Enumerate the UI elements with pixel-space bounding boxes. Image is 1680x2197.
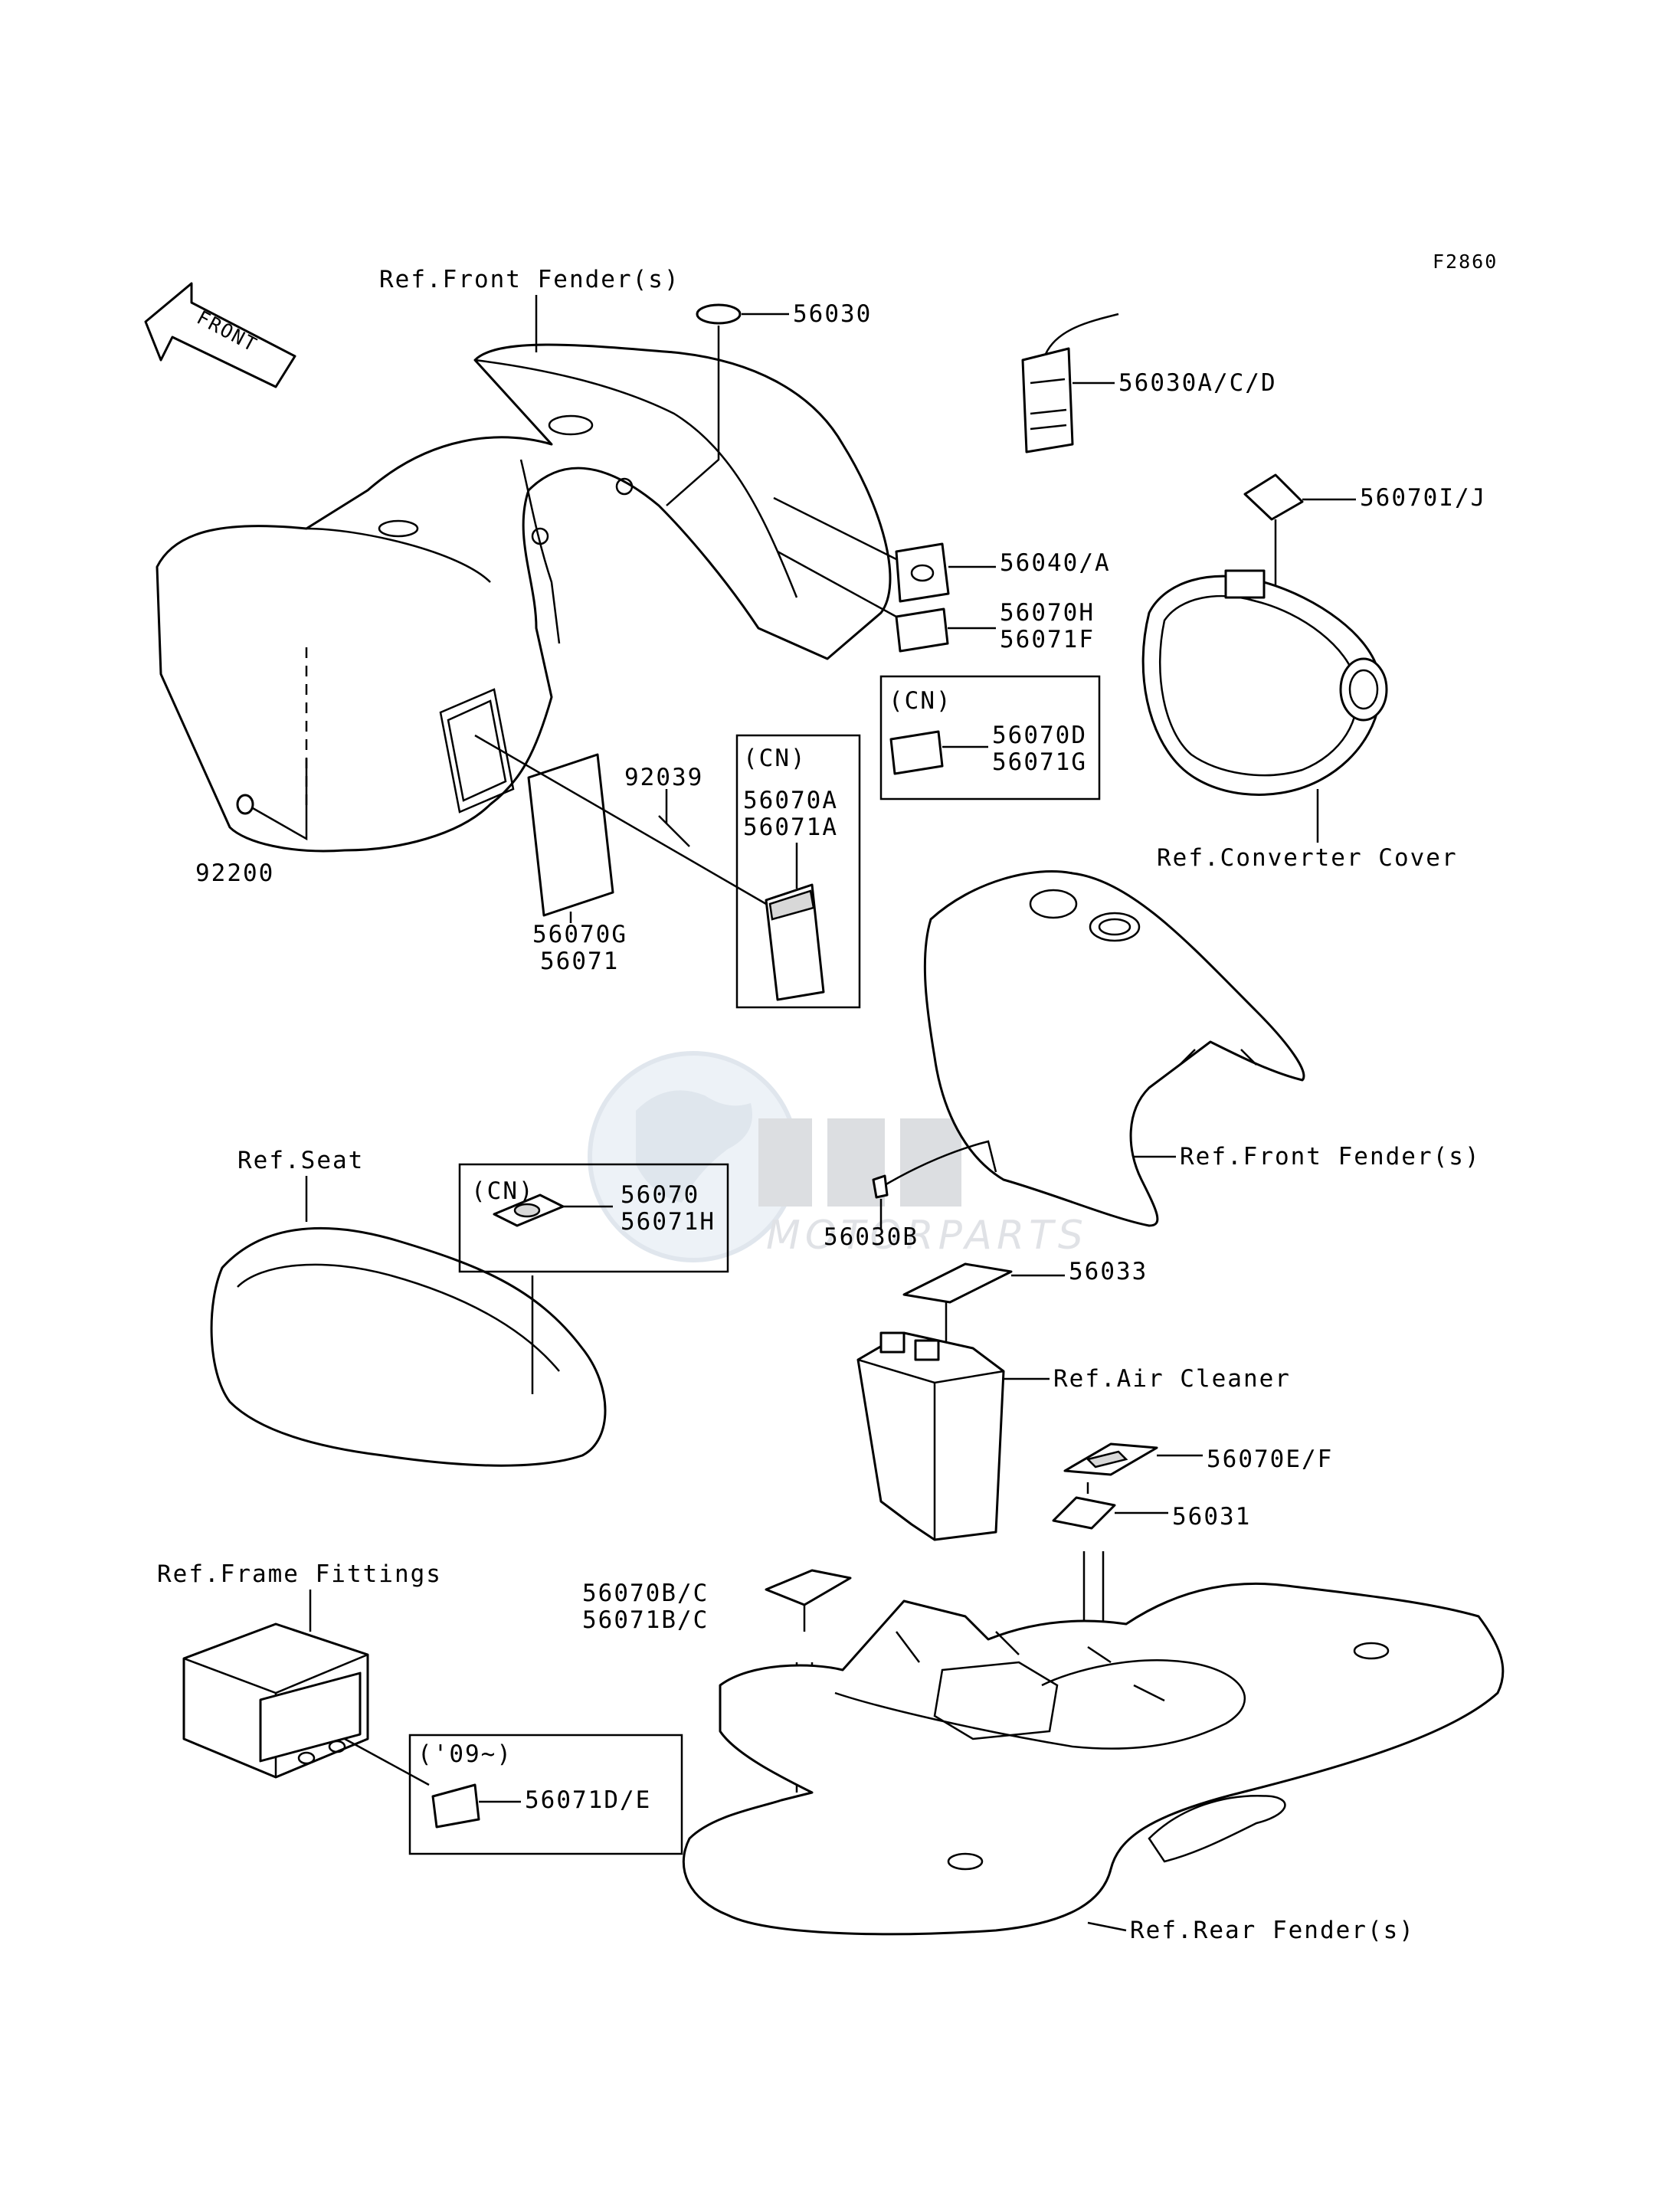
label-92039[interactable]: 92039: [624, 764, 703, 791]
label-92200[interactable]: 92200: [195, 859, 274, 887]
label-56040a[interactable]: 56040/A: [1000, 549, 1111, 577]
part-56030b-icon: [872, 1174, 889, 1199]
label-56071[interactable]: 56071: [540, 948, 619, 975]
ref-rear-fender[interactable]: Ref.Rear Fender(s): [1130, 1917, 1415, 1944]
part-56031-icon: [1052, 1496, 1116, 1530]
label-56070[interactable]: 56070: [621, 1181, 699, 1209]
label-56030acd[interactable]: 56030A/C/D: [1118, 369, 1277, 397]
label-56070d[interactable]: 56070D: [992, 722, 1087, 749]
label-56071h[interactable]: 56071H: [621, 1208, 716, 1236]
air-cleaner-drawing: [856, 1331, 1005, 1541]
label-56070a[interactable]: 56070A: [743, 787, 838, 814]
rear-fender-drawing: [682, 1582, 1505, 1936]
part-56033-icon: [902, 1262, 1013, 1304]
part-56030b-wire: [880, 1140, 997, 1189]
label-56070g[interactable]: 56070G: [532, 921, 627, 948]
ref-seat[interactable]: Ref.Seat: [237, 1147, 364, 1174]
label-56033[interactable]: 56033: [1069, 1258, 1148, 1285]
part-56071de-icon: [431, 1783, 480, 1829]
label-56030b[interactable]: 56030B: [824, 1223, 919, 1251]
figure-code: F2860: [1433, 250, 1498, 273]
front-fender-drawing: [156, 343, 892, 853]
converter-cover-drawing: [1141, 569, 1388, 796]
part-56030-icon: [696, 303, 742, 325]
cn-box-3-tag: (CN): [471, 1177, 535, 1205]
label-56070ij[interactable]: 56070I/J: [1360, 484, 1486, 512]
part-56070g-icon: [527, 753, 614, 917]
frame-fittings-drawing: [182, 1622, 369, 1779]
part-92200-icon: [236, 794, 254, 815]
label-56030[interactable]: 56030: [793, 300, 872, 328]
label-56070h[interactable]: 56070H: [1000, 599, 1095, 627]
label-56031[interactable]: 56031: [1172, 1503, 1251, 1531]
part-56070bc-icon: [765, 1569, 852, 1606]
part-56070d-icon: [889, 730, 944, 775]
year-box-tag: ('09~): [418, 1740, 513, 1768]
part-56040a-icon: [895, 542, 950, 603]
ref-front-fender-mid[interactable]: Ref.Front Fender(s): [1180, 1143, 1481, 1171]
ref-frame-fittings[interactable]: Ref.Frame Fittings: [157, 1560, 442, 1588]
label-56071de[interactable]: 56071D/E: [525, 1786, 651, 1814]
cn-box-2-tag: (CN): [743, 745, 807, 772]
label-56071g[interactable]: 56071G: [992, 748, 1087, 776]
front-fender-mid-drawing: [923, 870, 1305, 1227]
part-56070h-icon: [895, 607, 949, 653]
seat-drawing: [210, 1226, 607, 1467]
label-56071a[interactable]: 56071A: [743, 814, 838, 841]
ref-converter-cover[interactable]: Ref.Converter Cover: [1157, 844, 1458, 872]
label-56070bc[interactable]: 56070B/C: [582, 1580, 709, 1607]
label-56071bc[interactable]: 56071B/C: [582, 1606, 709, 1634]
front-arrow-icon: FRONT: [144, 282, 296, 388]
cn-box-1-tag: (CN): [889, 687, 952, 715]
watermark-brand: MOTORPARTS: [766, 1213, 1088, 1259]
label-56070ef[interactable]: 56070E/F: [1207, 1446, 1333, 1473]
part-56070ij-icon: [1243, 473, 1304, 521]
year-box: [408, 1734, 683, 1855]
part-56030acd-tag-icon: [1021, 313, 1119, 453]
cn-box-2: [735, 734, 861, 1009]
cn-box-1: [879, 675, 1101, 801]
label-56071f[interactable]: 56071F: [1000, 626, 1095, 653]
ref-air-cleaner[interactable]: Ref.Air Cleaner: [1053, 1365, 1291, 1393]
ref-front-fender-top[interactable]: Ref.Front Fender(s): [379, 266, 680, 293]
cn-box-3: [458, 1163, 729, 1273]
